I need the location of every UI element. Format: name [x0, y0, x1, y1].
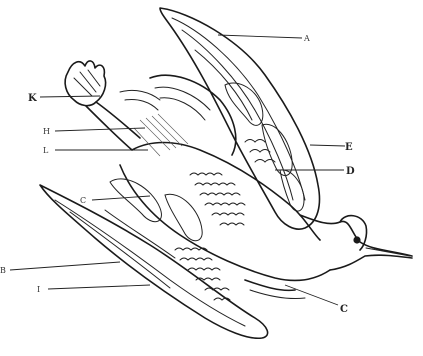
label-i: I [37, 285, 40, 294]
label-h: H [43, 127, 50, 136]
head-neck [300, 215, 412, 270]
label-c-upper: C [80, 196, 86, 205]
leader-k [40, 96, 100, 97]
body [120, 114, 330, 280]
leader-b [10, 262, 120, 270]
leader-lines [10, 35, 345, 305]
leader-c-upper [92, 196, 150, 200]
label-l: L [43, 146, 49, 155]
label-k: K [28, 93, 37, 104]
label-e: E [345, 142, 353, 153]
label-c-lower: C [340, 304, 348, 315]
label-b: B [0, 266, 6, 275]
tail [65, 61, 140, 150]
upper-wing [160, 8, 319, 229]
leader-i [48, 285, 150, 289]
leader-e [310, 145, 345, 146]
label-d: D [346, 166, 355, 177]
eye-icon [353, 236, 360, 243]
leader-a [218, 35, 302, 38]
label-a: A [303, 34, 310, 43]
leader-c-lower [285, 285, 338, 305]
